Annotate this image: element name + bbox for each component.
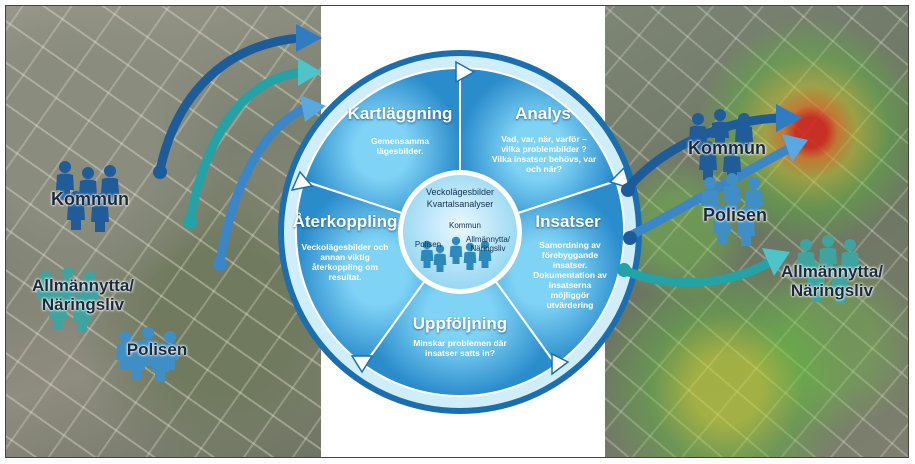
insatser-line: Dokumentation av — [533, 270, 607, 280]
center-line2: Kvartalsanalyser — [426, 199, 494, 209]
label-allmannytta-line: Allmännytta/ — [31, 276, 135, 295]
kartlaggning-line: Gemensamma — [370, 136, 430, 146]
center-naringsliv-line: Näringsliv — [470, 244, 506, 253]
center-line1: Veckolägesbilder — [425, 187, 495, 197]
insatser-line: förebyggande — [541, 250, 599, 260]
uppfoljning-title: Uppföljning — [412, 314, 508, 333]
aterkoppling-line: Veckolägesbilder och — [301, 242, 389, 252]
left-arrowhead — [298, 58, 322, 86]
analys-line: Vilka insatser behövs, var — [491, 154, 597, 164]
left-arrow-kommun — [155, 33, 305, 175]
uppfoljning-line: Minskar problemen där — [413, 338, 507, 348]
label-allmannytta-left: Allmännytta/ Näringsliv — [8, 276, 158, 314]
label-naringsliv-line: Näringsliv — [790, 281, 874, 300]
analys-line: och när? — [526, 164, 562, 174]
analys-line: vilka problembilder ? — [501, 144, 587, 154]
left-arrow-allmannytta — [185, 67, 307, 225]
insatser-line: utvärdering — [546, 300, 594, 310]
insatser-line: insatser. — [552, 260, 588, 270]
label-naringsliv-line: Näringsliv — [41, 295, 125, 314]
arrow-origin-dot — [617, 263, 631, 277]
insatser-line: möjliggör — [550, 290, 590, 300]
kartlaggning-line: lägesbilder. — [376, 146, 424, 156]
analys-text: Vad, var, när, varför – vilka problembil… — [474, 134, 614, 174]
aterkoppling-line: annan viktig — [320, 252, 370, 262]
right-arrow-allmannytta — [619, 257, 775, 287]
aterkoppling-title: Återkoppling — [292, 212, 398, 231]
cycle-arrowhead — [290, 170, 314, 192]
uppfoljning-line: insatser satts in? — [425, 348, 495, 358]
label-allmannytta-right: Allmännytta/ Näringsliv — [762, 262, 902, 300]
insatser-line: insatserna — [548, 280, 592, 290]
right-arrowhead — [782, 134, 808, 162]
analys-line: Vad, var, när, varför – — [501, 134, 587, 144]
label-allmannytta-line: Allmännytta/ — [780, 262, 884, 281]
right-arrowhead — [776, 104, 802, 132]
insatser-text: Samordning av förebyggande insatser. Dok… — [520, 240, 620, 310]
label-polisen-left: Polisen — [126, 340, 188, 359]
segment-uppfoljning — [362, 230, 558, 398]
kartlaggning-text: Gemensamma lägesbilder. — [345, 136, 455, 156]
arrow-origin-dot — [621, 183, 635, 197]
label-kommun-left: Kommun — [51, 189, 129, 209]
left-arrowhead — [296, 24, 322, 52]
cycle-arrowhead — [551, 352, 570, 376]
center-polisen: Polisen — [414, 240, 442, 249]
label-kommun-right: Kommun — [688, 138, 766, 158]
arrow-origin-dot — [213, 257, 227, 271]
kartlaggning-title: Kartläggning — [347, 104, 453, 123]
right-arrowhead — [762, 248, 790, 276]
aterkoppling-line: återkoppling om — [311, 262, 379, 272]
insatser-title: Insatser — [535, 212, 601, 231]
center-allmannytta: Allmännytta/ Näringsliv — [458, 235, 518, 253]
cycle-arrowhead — [350, 355, 374, 374]
cycle-arrowhead — [455, 60, 476, 84]
arrow-origin-dot — [153, 165, 167, 179]
left-arrowhead — [300, 95, 326, 122]
left-arrow-polisen — [215, 103, 310, 267]
insatser-line: Samordning av — [539, 240, 601, 250]
center-kommun: Kommun — [448, 221, 481, 230]
right-heatmap-aerial-map — [605, 6, 908, 457]
aterkoppling-text: Veckolägesbilder och annan viktig återko… — [290, 242, 400, 282]
label-polisen-right: Polisen — [702, 205, 768, 225]
cycle-arrowhead — [608, 166, 632, 190]
uppfoljning-text: Minskar problemen där insatser satts in? — [385, 338, 535, 358]
aterkoppling-line: resultat. — [328, 272, 362, 282]
center-allmannytta-line: Allmännytta/ — [465, 235, 511, 244]
arrow-origin-dot — [183, 215, 197, 229]
analys-title: Analys — [515, 104, 571, 123]
arrow-origin-dot — [623, 231, 637, 245]
